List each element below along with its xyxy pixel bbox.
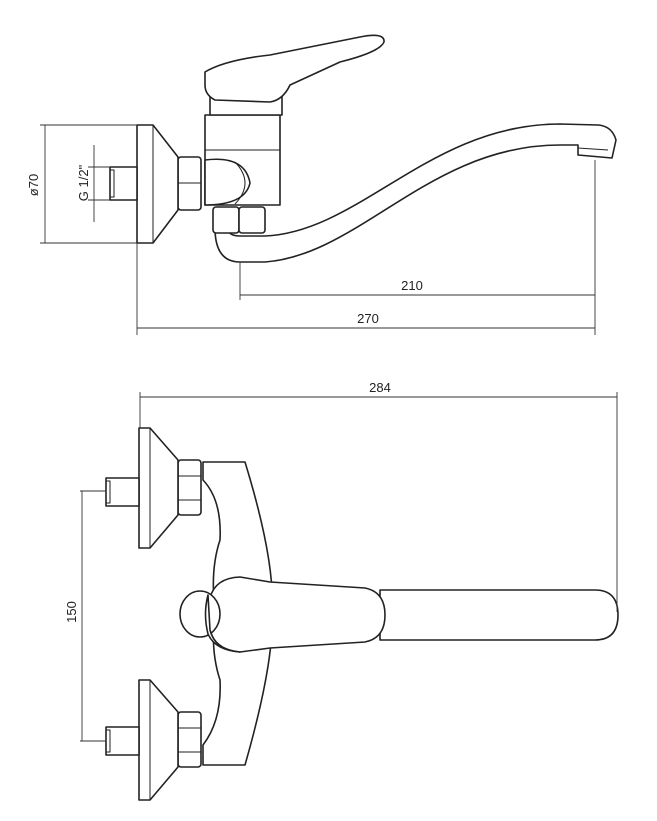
top-view: 284 150 xyxy=(64,380,619,801)
lever-knob xyxy=(179,590,221,638)
spacing-label: 150 xyxy=(64,601,79,623)
spout xyxy=(214,123,617,263)
threaded-pipe xyxy=(105,477,140,507)
nut xyxy=(238,206,266,234)
nut xyxy=(177,711,202,768)
handle-rod xyxy=(379,589,619,641)
wall-flange xyxy=(138,679,179,801)
dim-lines xyxy=(80,392,618,742)
side-view: ø70 G 1/2" 210 270 xyxy=(26,34,617,335)
thread-label: G 1/2" xyxy=(76,164,91,201)
lever-joint xyxy=(204,594,241,653)
spout-aerator xyxy=(577,147,609,151)
lever-base xyxy=(209,576,386,653)
wall-flange xyxy=(138,427,179,549)
threaded-pipe xyxy=(105,726,140,756)
wall-flange xyxy=(136,124,179,244)
pipe-end xyxy=(109,169,115,198)
nut xyxy=(212,206,240,234)
total-length-label: 284 xyxy=(369,380,391,395)
lever-handle xyxy=(204,34,385,103)
spout-reach-label: 210 xyxy=(401,278,423,293)
body-elbow-edge xyxy=(234,161,246,205)
pipe-end xyxy=(105,480,111,504)
total-projection-label: 270 xyxy=(357,311,379,326)
nut xyxy=(177,459,202,516)
body-elbow xyxy=(204,158,251,206)
dim-lines xyxy=(40,124,596,335)
diameter-label: ø70 xyxy=(26,174,41,196)
